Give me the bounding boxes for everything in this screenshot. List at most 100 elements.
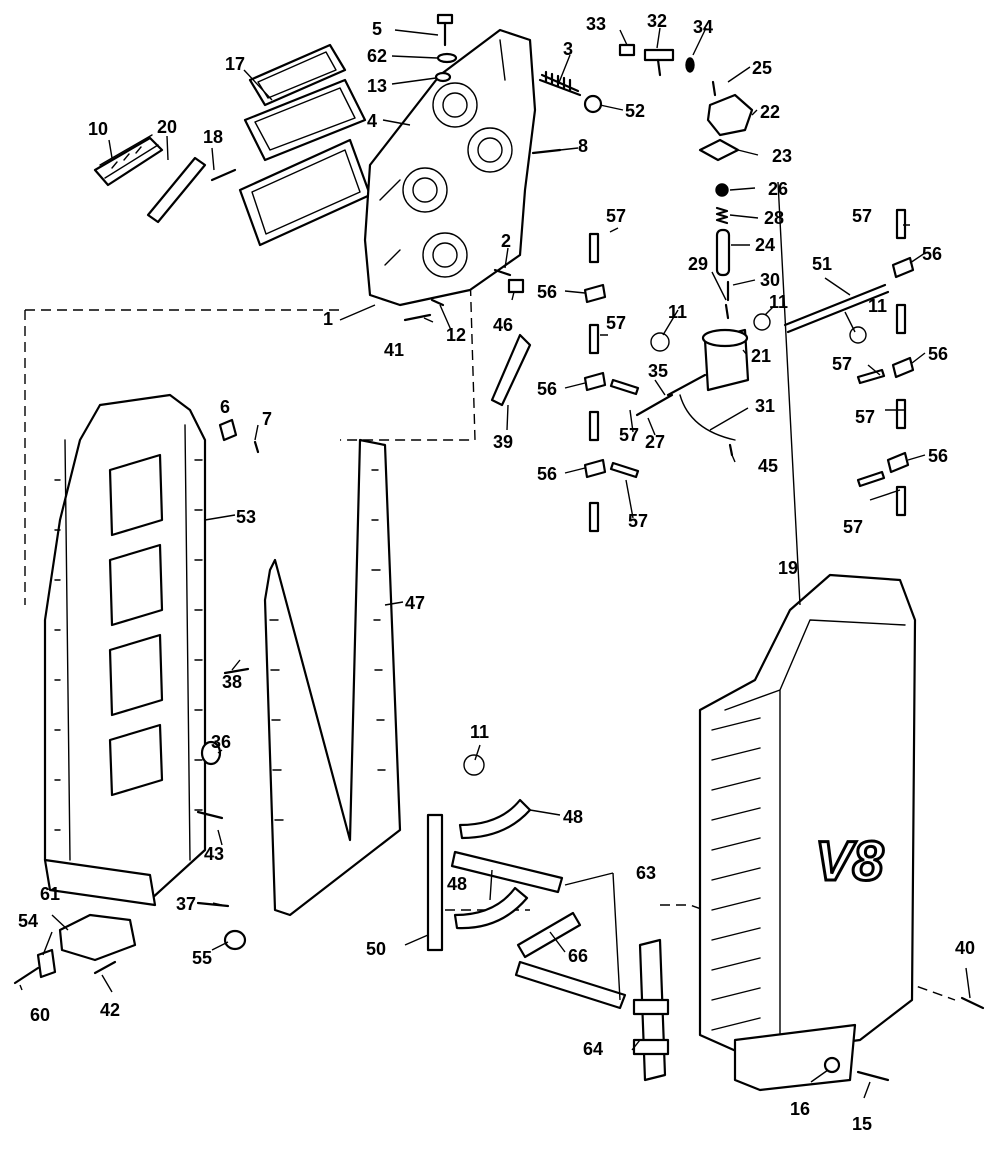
intake-gaskets	[238, 43, 372, 247]
callout-40: 40	[955, 938, 975, 958]
reed-gasket	[146, 156, 207, 224]
fitting-33	[618, 43, 636, 57]
callout-23: 23	[772, 146, 792, 166]
screw-18	[210, 168, 237, 182]
callout-5: 5	[372, 19, 382, 39]
screw-42	[93, 960, 117, 975]
callout-57-f: 57	[832, 354, 852, 374]
callout-24: 24	[755, 235, 775, 255]
screw-60	[13, 966, 40, 985]
callout-27: 27	[645, 432, 665, 452]
callout-19: 19	[778, 558, 798, 578]
leader-lines	[19, 27, 971, 1099]
hose-48-lower	[453, 886, 529, 930]
callout-56-f: 56	[928, 446, 948, 466]
hose-48-upper	[458, 798, 532, 840]
callout-12: 12	[446, 325, 466, 345]
bracket-61	[58, 913, 137, 962]
bracket-64	[632, 938, 670, 1082]
callout-57-d: 57	[628, 511, 648, 531]
callout-30: 30	[760, 270, 780, 290]
callout-4: 4	[367, 111, 377, 131]
fittings-right	[856, 208, 915, 517]
callout-labels: 10 20 18 17 5 62 13 4 3 52 8 2 1 41 12 4…	[18, 11, 975, 1134]
callout-16: 16	[790, 1099, 810, 1119]
callout-11-b: 11	[769, 292, 788, 312]
callout-53: 53	[236, 507, 256, 527]
callout-20: 20	[157, 117, 177, 137]
grommet-36	[200, 740, 222, 766]
intake-manifold	[363, 28, 537, 307]
screw-41	[403, 313, 432, 322]
callout-50: 50	[366, 939, 386, 959]
exhaust-cover-19	[698, 573, 917, 1092]
fitting-27	[635, 393, 674, 417]
callout-21: 21	[751, 346, 771, 366]
plate-23	[698, 138, 740, 162]
clamp-11-right	[753, 313, 771, 331]
callout-36: 36	[211, 732, 231, 752]
callout-13: 13	[367, 76, 387, 96]
callout-38: 38	[222, 672, 242, 692]
callout-47: 47	[405, 593, 425, 613]
cover-logo: V8	[815, 829, 884, 892]
callout-2: 2	[501, 231, 511, 251]
callout-10: 10	[88, 119, 108, 139]
callout-46: 46	[493, 315, 513, 335]
callout-41: 41	[384, 340, 404, 360]
clip-6	[218, 418, 238, 442]
grommet-55	[223, 929, 247, 951]
callout-39: 39	[493, 432, 513, 452]
bolt-5	[436, 13, 454, 47]
callout-8: 8	[578, 136, 588, 156]
spring-28	[715, 206, 729, 225]
washer-16	[823, 1056, 841, 1074]
callout-62: 62	[367, 46, 387, 66]
hose-35	[666, 373, 707, 397]
callout-66: 66	[568, 946, 588, 966]
callout-26: 26	[768, 179, 788, 199]
plug-46	[507, 278, 525, 294]
screw-2	[493, 268, 512, 277]
callout-48-b: 48	[447, 874, 467, 894]
callout-57-b: 57	[606, 313, 626, 333]
hose-39	[490, 333, 532, 407]
screw-8	[531, 148, 562, 155]
callout-54: 54	[18, 911, 38, 931]
callout-22: 22	[760, 102, 780, 122]
callout-25: 25	[752, 58, 772, 78]
pump-22	[706, 93, 754, 137]
bolt-15	[856, 1070, 890, 1082]
callout-37: 37	[176, 894, 196, 914]
clamp-11-left	[650, 332, 670, 352]
tube-63-lower	[514, 960, 627, 1010]
plate-54	[36, 948, 57, 979]
callout-48-a: 48	[563, 807, 583, 827]
callout-57-g: 57	[855, 407, 875, 427]
bolt-40	[960, 996, 985, 1010]
exhaust-plate-53	[43, 393, 207, 907]
callout-57-c: 57	[619, 425, 639, 445]
pin-29	[724, 303, 730, 320]
callout-64: 64	[583, 1039, 603, 1059]
callout-55: 55	[192, 948, 212, 968]
filter-21	[701, 328, 750, 392]
callout-45: 45	[758, 456, 778, 476]
nut-52	[583, 94, 603, 114]
callout-6: 6	[220, 397, 230, 417]
screw-37	[196, 901, 230, 908]
fittings-center	[583, 232, 640, 533]
washer-13	[434, 71, 452, 83]
callout-60: 60	[30, 1005, 50, 1025]
callout-43: 43	[204, 844, 224, 864]
wire-31	[679, 394, 736, 441]
ball-26	[715, 183, 729, 197]
callout-42: 42	[100, 1000, 120, 1020]
callout-35: 35	[648, 361, 668, 381]
callout-29: 29	[688, 254, 708, 274]
rod-51	[783, 283, 890, 334]
callout-11-a: 11	[668, 302, 687, 322]
screw-25	[711, 80, 717, 97]
callout-11-d: 11	[470, 722, 489, 742]
